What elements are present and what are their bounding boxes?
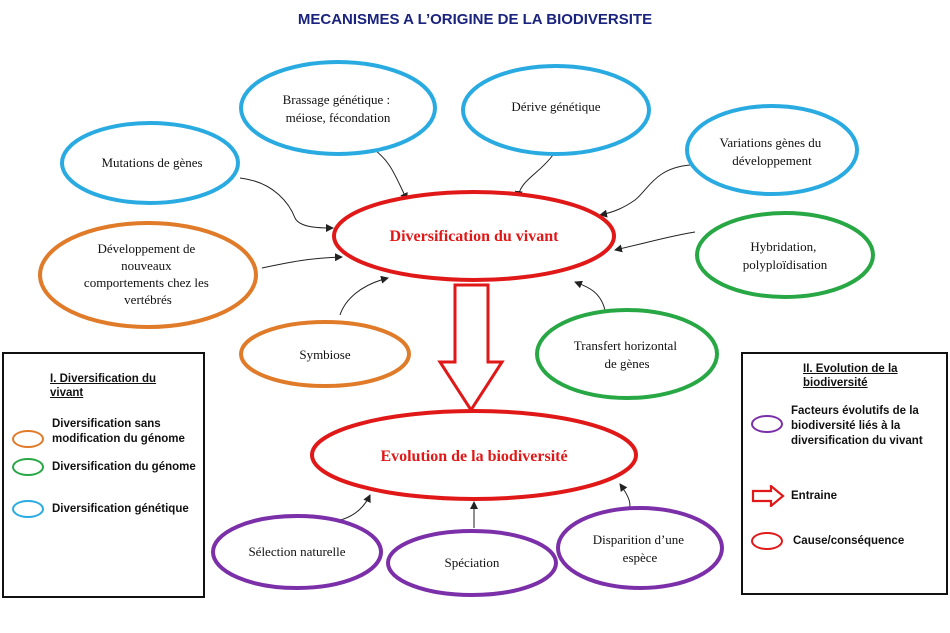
node-disparition-text-1: Disparition d’une (593, 532, 685, 547)
legend-left-label: Diversification du génome (52, 460, 196, 473)
arrow-variations (599, 164, 691, 218)
legend-right-label: Cause/conséquence (793, 534, 905, 547)
node-derive-text-1: Dérive génétique (511, 99, 600, 114)
node-variations-text-1: Variations gènes du (719, 135, 821, 150)
node-mutations: Mutations de gènes (60, 121, 240, 205)
arrow-hybridation (614, 231, 696, 253)
svg-text:Brassage génétique : m: Brassage génétique : méiose, fécondation (283, 92, 394, 125)
svg-text:Symbiose: Symbiose (299, 347, 351, 362)
node-symbiose: Symbiose (239, 320, 411, 388)
node-selection: Sélection naturelle (211, 514, 383, 590)
legend-right-item: Entraine (751, 483, 838, 509)
orange-oval-icon (12, 430, 44, 448)
arrow-transfert (574, 280, 606, 311)
node-brassage-text-1: Brassage génétique : (283, 92, 391, 107)
node-evolution: Evolution de la biodiversité (310, 409, 638, 501)
svg-text:Hybridation, polyploïd: Hybridation, polyploïdisation (743, 239, 828, 272)
entraine-arrow (437, 283, 505, 413)
node-mutations-text-1: Mutations de gènes (101, 155, 202, 170)
svg-text:Sélection naturelle: Sélection naturelle (248, 544, 345, 559)
svg-text:Diversification du vivant: Diversification du vivant (390, 228, 560, 245)
arrow-derive (514, 154, 554, 199)
legend-left-item: Diversification génétique (12, 500, 200, 518)
node-brassage: Brassage génétique : méiose, fécondation (239, 60, 437, 156)
legend-left-item: Diversification du génome (12, 458, 200, 476)
node-selection-text-1: Sélection naturelle (248, 544, 345, 559)
node-variations-text-2: développement (732, 153, 812, 168)
legend-left-title: I. Diversification du vivant (50, 373, 157, 399)
center-bottom-label: Evolution de la biodiversité (380, 448, 567, 465)
legend-right-item: Facteurs évolutifs de la biodiversité li… (751, 404, 941, 449)
legend-right: II. Evolution de la biodiversité Facteur… (741, 352, 948, 595)
legend-left-label: Diversification sans modification du gén… (52, 418, 185, 445)
arrow-brassage (371, 147, 408, 201)
node-disparition: Disparition d’une espèce (556, 506, 724, 590)
svg-text:Disparition d’une espè: Disparition d’une espèce (593, 532, 688, 565)
node-developpement-text-2: nouveaux (121, 258, 172, 273)
arrow-selection (329, 494, 371, 523)
node-developpement-text-4: vertébrés (124, 292, 172, 307)
node-disparition-text-2: espèce (623, 550, 658, 565)
svg-text:Dérive génétique: Dérive génétique (511, 99, 600, 114)
legend-left-item: Diversification sans modification du gén… (12, 416, 200, 448)
node-diversification: Diversification du vivant (332, 190, 616, 282)
node-transfert: Transfert horizontal de gènes (535, 308, 719, 400)
legend-right-item: Cause/conséquence (751, 532, 904, 550)
legend-right-title: II. Evolution de la biodiversité (803, 363, 898, 389)
node-speciation: Spéciation (386, 529, 558, 597)
svg-text:Transfert horizontal d: Transfert horizontal de gènes (574, 338, 680, 371)
node-hybridation-text-2: polyploïdisation (743, 257, 828, 272)
node-transfert-text-1: Transfert horizontal (574, 338, 678, 353)
node-transfert-text-2: de gènes (604, 356, 649, 371)
arrow-symbiose (339, 275, 389, 316)
node-variations: Variations gènes du développement (685, 104, 859, 196)
node-symbiose-text-1: Symbiose (299, 347, 351, 362)
green-oval-icon (12, 458, 44, 476)
hollow-arrow-icon (751, 483, 785, 509)
blue-oval-icon (12, 500, 44, 518)
diagram-title: MECANISMES A L’ORIGINE DE LA BIODIVERSIT… (298, 11, 652, 28)
legend-right-label: Entraine (791, 489, 838, 502)
node-hybridation-text-1: Hybridation, (750, 239, 816, 254)
node-brassage-text-2: méiose, fécondation (286, 110, 391, 125)
svg-text:Variations gènes du dé: Variations gènes du développement (719, 135, 824, 168)
node-derive: Dérive génétique (461, 64, 651, 156)
arrow-developpement (261, 253, 343, 269)
node-developpement: Développement de nouveaux comportements … (38, 221, 258, 329)
node-developpement-text-1: Développement de (97, 241, 195, 256)
node-hybridation: Hybridation, polyploïdisation (695, 211, 875, 299)
legend-right-label: Facteurs évolutifs de la biodiversité li… (791, 405, 923, 447)
node-speciation-text-1: Spéciation (445, 555, 500, 570)
svg-text:Evolution de la biodiversité: Evolution de la biodiversité (380, 448, 567, 465)
arrow-mutations (239, 177, 334, 232)
purple-oval-icon (751, 415, 783, 433)
center-top-label: Diversification du vivant (390, 228, 560, 245)
node-developpement-text-3: comportements chez les (84, 275, 209, 290)
legend-left-label: Diversification génétique (52, 502, 189, 515)
svg-text:Mutations de gènes: Mutations de gènes (101, 155, 202, 170)
legend-left: I. Diversification du vivant Diversifica… (2, 352, 205, 598)
svg-text:Spéciation: Spéciation (445, 555, 500, 570)
red-oval-icon (751, 532, 783, 550)
svg-text:Développement de nouve: Développement de nouveaux comportements … (84, 241, 212, 307)
